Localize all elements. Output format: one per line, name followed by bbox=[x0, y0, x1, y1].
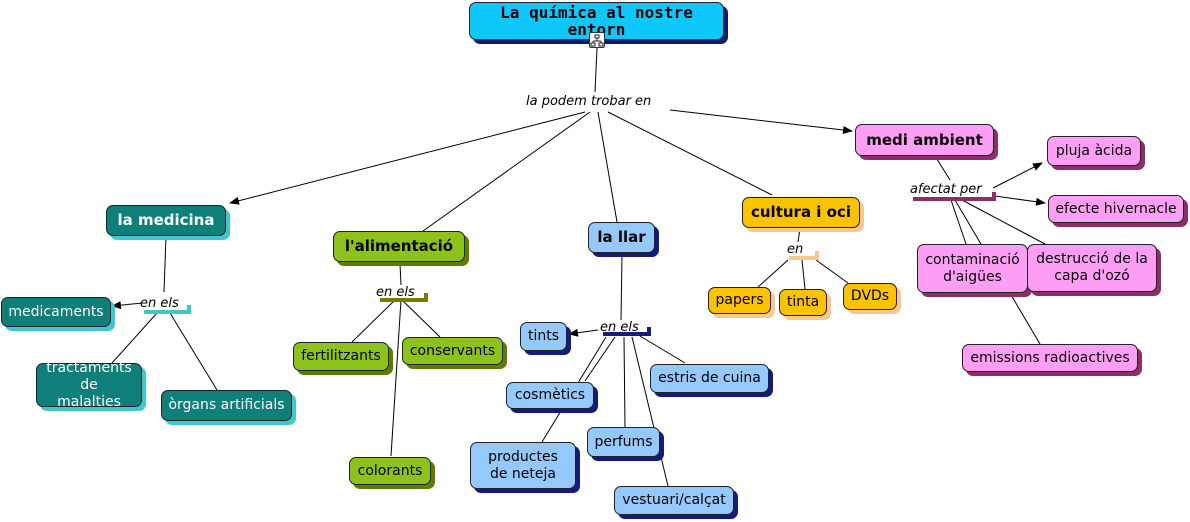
node-medicina[interactable]: la medicina bbox=[106, 205, 226, 236]
link-llar: en els bbox=[600, 320, 639, 335]
node-medi[interactable]: medi ambient bbox=[855, 124, 994, 156]
node-estris[interactable]: estris de cuina bbox=[650, 364, 769, 393]
line-to-alimentacio bbox=[422, 111, 591, 232]
line-to-cultura bbox=[607, 111, 773, 196]
node-perfums[interactable]: perfums bbox=[587, 427, 660, 457]
node-fertilitzants[interactable]: fertilitzants bbox=[293, 342, 389, 371]
node-productes[interactable]: productes de neteja bbox=[470, 442, 576, 489]
node-dvds-label: DVDs bbox=[850, 288, 890, 304]
node-organs[interactable]: òrgans artificials bbox=[161, 390, 292, 421]
node-tractaments[interactable]: tractaments de malalties bbox=[36, 360, 142, 410]
node-contaminacio[interactable]: contaminació d'aigües bbox=[917, 244, 1028, 293]
node-cultura[interactable]: cultura i oci bbox=[742, 197, 860, 228]
node-medicaments[interactable]: medicaments bbox=[1, 297, 111, 327]
link-bar-medicina bbox=[144, 305, 191, 314]
node-productes-label: productes de neteja bbox=[488, 448, 558, 482]
link-medicina: en els bbox=[140, 296, 179, 311]
link-alimentacio: en els bbox=[376, 285, 415, 300]
link-root: la podem trobar en bbox=[526, 94, 652, 109]
node-tints-label: tints bbox=[527, 328, 560, 344]
link-cultura: en bbox=[787, 242, 804, 257]
node-tinta-label: tinta bbox=[786, 294, 820, 310]
node-papers-label: papers bbox=[715, 292, 764, 308]
node-cultura-label: cultura i oci bbox=[750, 203, 851, 221]
node-emissions-label: emissions radioactives bbox=[970, 349, 1130, 366]
link-bar-llar bbox=[603, 327, 651, 336]
node-vestuari[interactable]: vestuari/calçat bbox=[614, 486, 734, 515]
node-tractaments-label: tractaments de malalties bbox=[46, 359, 132, 410]
node-efecte[interactable]: efecte hivernacle bbox=[1048, 195, 1184, 223]
node-efecte-label: efecte hivernacle bbox=[1055, 200, 1177, 217]
link-bar-medi bbox=[913, 192, 996, 201]
node-perfums-label: perfums bbox=[594, 433, 653, 450]
concept-map-icon-glyph bbox=[590, 34, 604, 47]
node-medi-label: medi ambient bbox=[866, 130, 983, 149]
node-fertilitzants-label: fertilitzants bbox=[301, 348, 381, 364]
node-pluja[interactable]: pluja àcida bbox=[1047, 136, 1141, 166]
node-alimentacio-label: l'alimentació bbox=[344, 237, 454, 255]
link-bar-alimentacio bbox=[380, 293, 428, 302]
node-conservants-label: conservants bbox=[409, 342, 496, 359]
node-vestuari-label: vestuari/calçat bbox=[622, 492, 726, 508]
node-llar-label: la llar bbox=[597, 228, 646, 246]
line-root-link bbox=[594, 47, 598, 93]
node-colorants-label: colorants bbox=[357, 462, 423, 479]
root-concept[interactable]: La química al nostre entorn bbox=[469, 2, 724, 40]
line-to-medicina bbox=[229, 111, 586, 205]
node-estris-label: estris de cuina bbox=[658, 370, 761, 386]
node-tinta[interactable]: tinta bbox=[779, 289, 827, 316]
node-conservants[interactable]: conservants bbox=[402, 337, 503, 365]
node-tints[interactable]: tints bbox=[520, 322, 567, 351]
node-cosmetics-label: cosmètics bbox=[514, 387, 586, 403]
node-destruccio[interactable]: destrucció de la capa d'ozó bbox=[1027, 244, 1157, 292]
node-alimentacio[interactable]: l'alimentació bbox=[333, 231, 465, 262]
concept-map-icon[interactable] bbox=[589, 32, 605, 48]
node-llar[interactable]: la llar bbox=[588, 222, 655, 253]
node-destruccio-label: destrucció de la capa d'ozó bbox=[1036, 251, 1148, 284]
node-contaminacio-label: contaminació d'aigües bbox=[925, 251, 1020, 285]
node-emissions[interactable]: emissions radioactives bbox=[962, 344, 1138, 372]
node-cosmetics[interactable]: cosmètics bbox=[506, 382, 594, 409]
root-concept-label: La química al nostre entorn bbox=[500, 3, 693, 39]
node-medicina-label: la medicina bbox=[117, 211, 215, 229]
link-medi: afectat per bbox=[910, 182, 982, 197]
node-papers[interactable]: papers bbox=[708, 287, 771, 314]
line-to-medi bbox=[669, 109, 853, 134]
node-organs-label: òrgans artificials bbox=[168, 397, 285, 413]
node-colorants[interactable]: colorants bbox=[349, 457, 431, 485]
line-to-llar bbox=[597, 111, 618, 223]
node-pluja-label: pluja àcida bbox=[1055, 142, 1133, 159]
node-dvds[interactable]: DVDs bbox=[843, 283, 897, 310]
node-medicaments-label: medicaments bbox=[8, 303, 104, 320]
link-bar-cultura bbox=[789, 251, 819, 260]
